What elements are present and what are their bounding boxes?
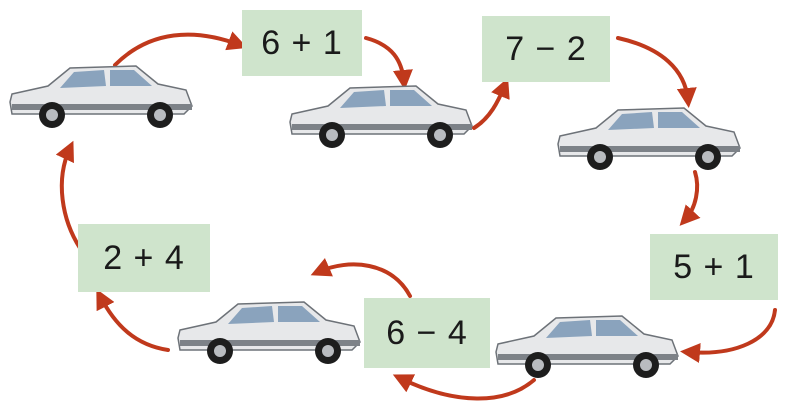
arrow-car2-to-e2 (472, 77, 510, 130)
expression-text: 2 + 4 (103, 238, 185, 277)
arrow-e4-to-car5 (310, 258, 412, 298)
expression-text: 7 − 2 (505, 29, 587, 68)
expression-box-1: 6 + 1 (242, 10, 362, 76)
expression-box-3: 5 + 1 (650, 234, 778, 300)
arrow-car4-to-e4 (392, 374, 536, 401)
arrow-e1-to-car2 (364, 36, 413, 90)
car-icon (177, 301, 361, 364)
car-icon (495, 315, 679, 378)
arrow-car1-to-e1 (113, 31, 248, 67)
car-icon (9, 65, 193, 128)
arrow-e3-to-car4 (680, 308, 777, 363)
arrow-car5-to-e5 (96, 288, 170, 352)
expression-text: 6 − 4 (386, 313, 468, 352)
arrow-e2-to-car3 (616, 36, 697, 108)
expression-text: 6 + 1 (261, 23, 343, 62)
expression-text: 5 + 1 (673, 247, 755, 286)
car-icon (289, 85, 473, 148)
expression-box-2: 7 − 2 (482, 16, 610, 82)
car-icon (557, 107, 741, 170)
expression-box-5: 2 + 4 (78, 224, 210, 292)
arrow-e5-to-car1 (55, 140, 82, 250)
arrow-car3-to-e3 (679, 170, 701, 226)
expression-box-4: 6 − 4 (364, 298, 490, 368)
